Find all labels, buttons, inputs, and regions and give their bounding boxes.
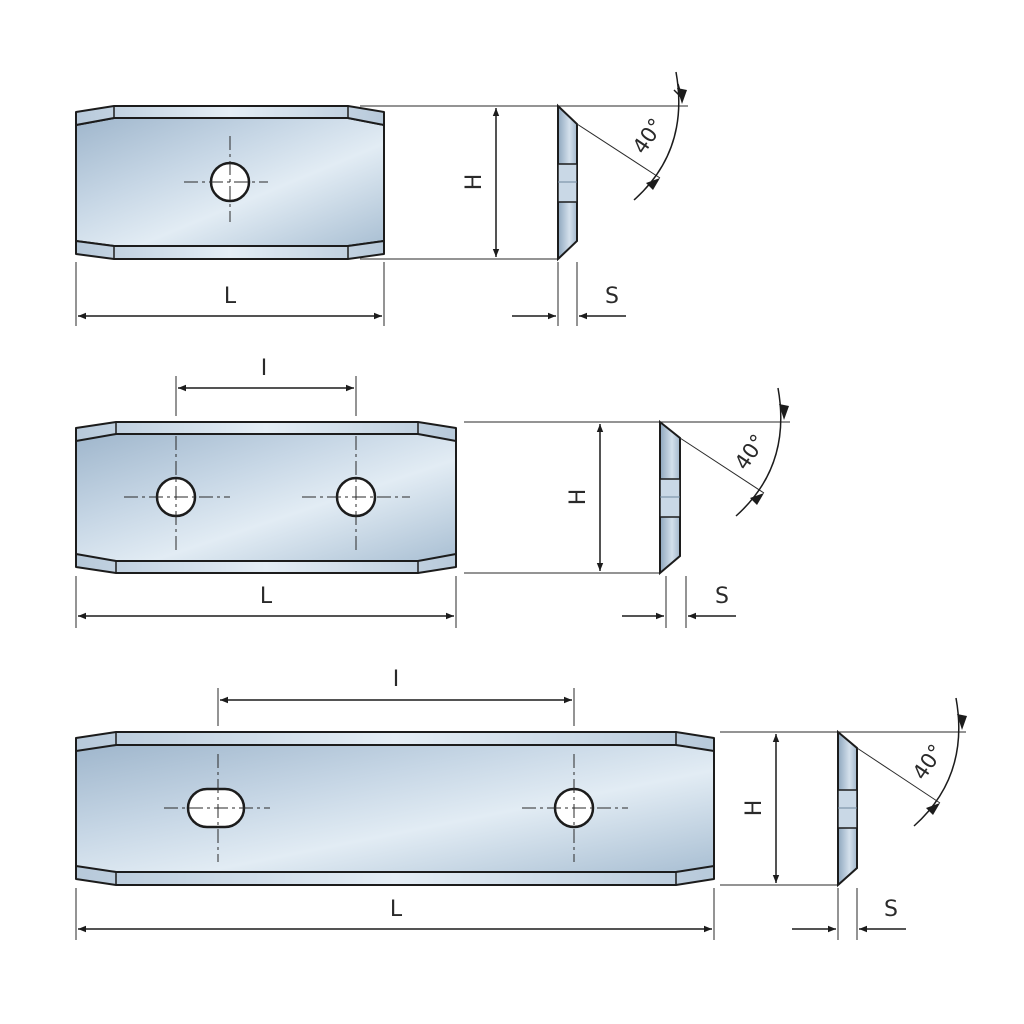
blade-2-spacing-label: I <box>261 356 268 381</box>
blade-3-hole-centerlines <box>164 754 628 862</box>
blade-3-spacing-label: I <box>393 667 400 692</box>
blade-2-top-bevel <box>75 421 457 442</box>
blade-2-hole-centerlines <box>124 436 410 550</box>
blade-2-height-label: H <box>566 489 591 506</box>
blade-1-top-bevel <box>75 105 385 126</box>
blade-1-bottom-bevel <box>75 240 385 260</box>
blade-3-length-label: L <box>390 897 403 922</box>
blade-1: L H S 40° <box>75 71 688 326</box>
blade-2: I L H S 40° <box>75 356 790 628</box>
blade-2-length-label: L <box>260 584 273 609</box>
blade-3-bottom-bevel <box>75 865 715 886</box>
blade-1-length-label: L <box>224 284 237 309</box>
blade-3-thickness-label: S <box>884 897 898 922</box>
blade-1-height-label: H <box>462 174 487 191</box>
blade-2-bottom-bevel <box>75 553 457 574</box>
blade-1-hole-centerlines <box>184 136 268 222</box>
blade-3-height-label: H <box>742 800 767 817</box>
blade-1-angle-label: 40° <box>628 114 669 158</box>
blade-3: I L H S 40° <box>75 667 967 940</box>
blade-1-thickness-label: S <box>605 284 619 309</box>
blade-3-top-bevel <box>75 731 715 752</box>
blade-2-thickness-label: S <box>715 584 729 609</box>
blade-2-angle-label: 40° <box>730 430 771 474</box>
blade-3-angle-label: 40° <box>908 740 949 784</box>
